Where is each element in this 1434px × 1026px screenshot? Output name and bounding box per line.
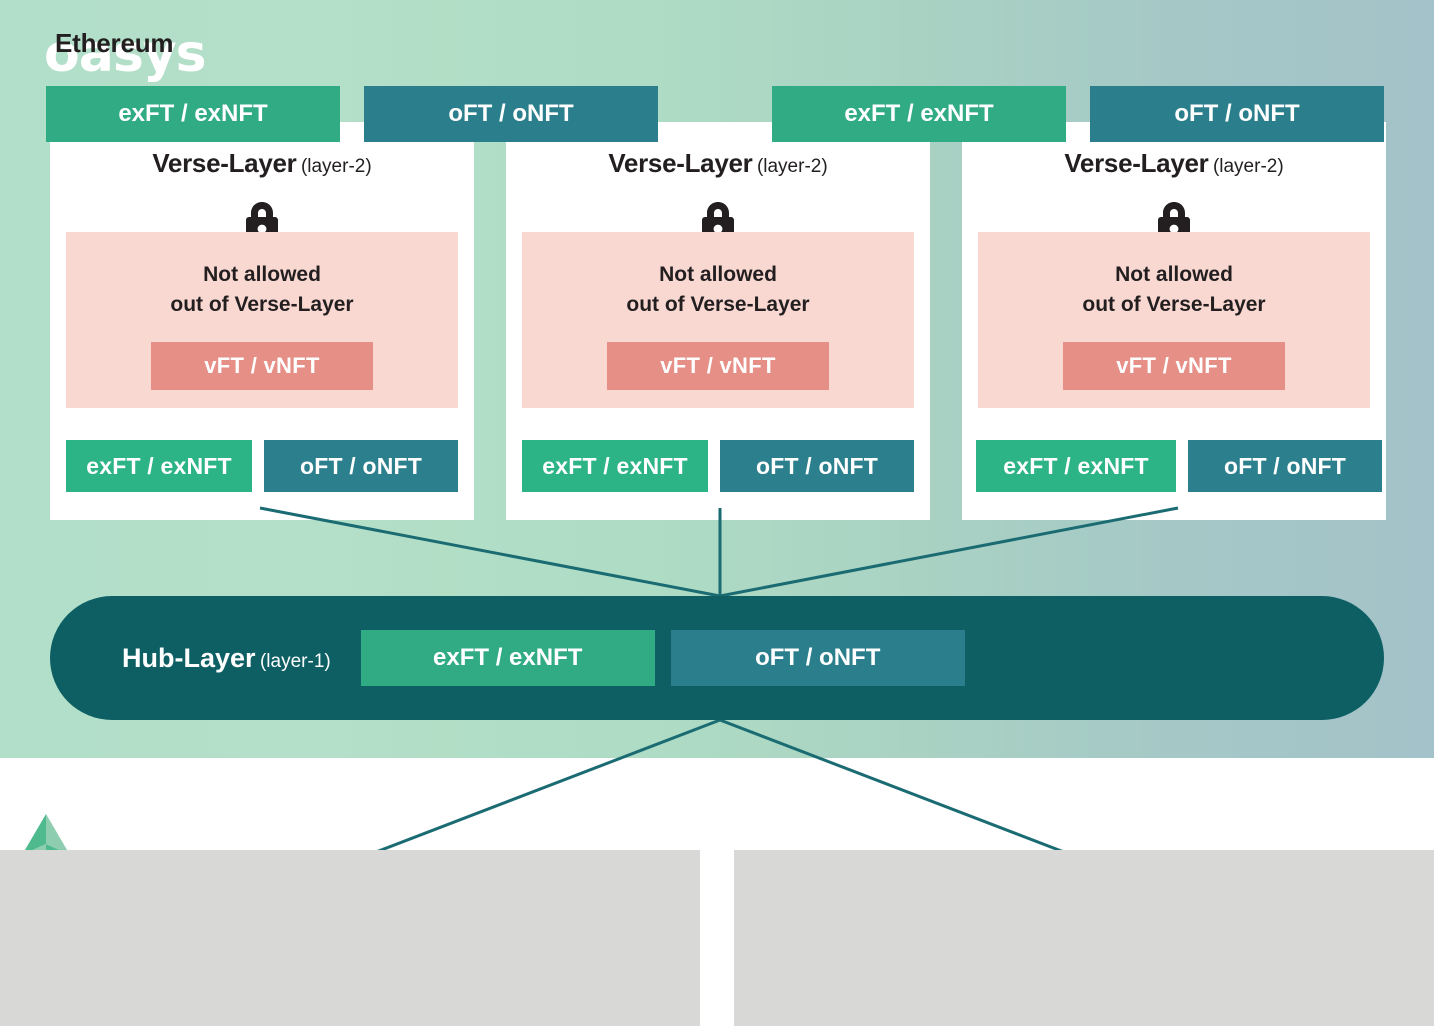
others-exft-exnft-badge: exFT / exNFT	[772, 86, 1066, 142]
verse-layer-title-main: Verse-Layer	[608, 148, 753, 178]
others-token-badges: exFT / exNFT oFT / oNFT	[772, 86, 1392, 142]
hub-layer-title-main: Hub-Layer	[122, 642, 256, 673]
verse-layer-token-badges: exFT / exNFT oFT / oNFT	[976, 440, 1382, 492]
verse-layer-title-sub: (layer-2)	[756, 156, 828, 177]
restriction-panel: Not allowed out of Verse-Layer vFT / vNF…	[978, 232, 1370, 408]
hub-layer-pill: Hub-Layer (layer-1) exFT / exNFT oFT / o…	[50, 596, 1384, 720]
chain-title-ethereum: Ethereum	[55, 28, 174, 58]
oft-onft-badge: oFT / oNFT	[1188, 440, 1382, 492]
restricted-token-badge: vFT / vNFT	[1063, 342, 1285, 390]
hub-layer-title-sub: (layer-1)	[259, 650, 331, 672]
ethereum-oft-onft-badge: oFT / oNFT	[364, 86, 658, 142]
exft-exnft-badge: exFT / exNFT	[976, 440, 1176, 492]
restriction-line-1: Not allowed	[659, 263, 777, 286]
verse-layer-title: Verse-Layer (layer-2)	[962, 148, 1386, 179]
restriction-line-1: Not allowed	[1115, 263, 1233, 286]
hub-oft-onft-badge: oFT / oNFT	[670, 630, 965, 686]
verse-layer-card: Verse-Layer (layer-2) Not allowed out of…	[50, 122, 474, 520]
restriction-line-2: out of Verse-Layer	[1082, 293, 1266, 317]
restricted-token-badge: vFT / vNFT	[607, 342, 829, 390]
oft-onft-badge: oFT / oNFT	[264, 440, 458, 492]
restriction-text: Not allowed out of Verse-Layer	[66, 260, 458, 321]
restricted-token-badge: vFT / vNFT	[151, 342, 373, 390]
restriction-text: Not allowed out of Verse-Layer	[522, 260, 914, 321]
hub-exft-exnft-badge: exFT / exNFT	[360, 630, 655, 686]
verse-layer-title-main: Verse-Layer	[152, 148, 297, 178]
hub-layer-title: Hub-Layer (layer-1)	[122, 643, 331, 674]
restriction-line-2: out of Verse-Layer	[170, 293, 354, 317]
oft-onft-badge: oFT / oNFT	[720, 440, 914, 492]
verse-layer-title-sub: (layer-2)	[300, 156, 372, 177]
oasys-logo: oasys	[44, 24, 207, 84]
restriction-line-1: Not allowed	[203, 263, 321, 286]
external-chain-panel-others: Others	[734, 850, 1434, 1026]
ethereum-token-badges: exFT / exNFT oFT / oNFT	[46, 86, 666, 142]
external-chain-panel-ethereum	[0, 850, 700, 1026]
verse-layer-token-badges: exFT / exNFT oFT / oNFT	[522, 440, 914, 492]
verse-layer-card: Verse-Layer (layer-2) Not allowed out of…	[506, 122, 930, 520]
others-oft-onft-badge: oFT / oNFT	[1090, 86, 1384, 142]
verse-layer-token-badges: exFT / exNFT oFT / oNFT	[66, 440, 458, 492]
restriction-panel: Not allowed out of Verse-Layer vFT / vNF…	[66, 232, 458, 408]
restriction-panel: Not allowed out of Verse-Layer vFT / vNF…	[522, 232, 914, 408]
verse-layer-title-sub: (layer-2)	[1212, 156, 1284, 177]
exft-exnft-badge: exFT / exNFT	[522, 440, 708, 492]
restriction-text: Not allowed out of Verse-Layer	[978, 260, 1370, 321]
restriction-line-2: out of Verse-Layer	[626, 293, 810, 317]
ethereum-exft-exnft-badge: exFT / exNFT	[46, 86, 340, 142]
verse-layer-card: Verse-Layer (layer-2) Not allowed out of…	[962, 122, 1386, 520]
verse-layer-title: Verse-Layer (layer-2)	[506, 148, 930, 179]
verse-layer-title-main: Verse-Layer	[1064, 148, 1209, 178]
verse-layer-title: Verse-Layer (layer-2)	[50, 148, 474, 179]
exft-exnft-badge: exFT / exNFT	[66, 440, 252, 492]
